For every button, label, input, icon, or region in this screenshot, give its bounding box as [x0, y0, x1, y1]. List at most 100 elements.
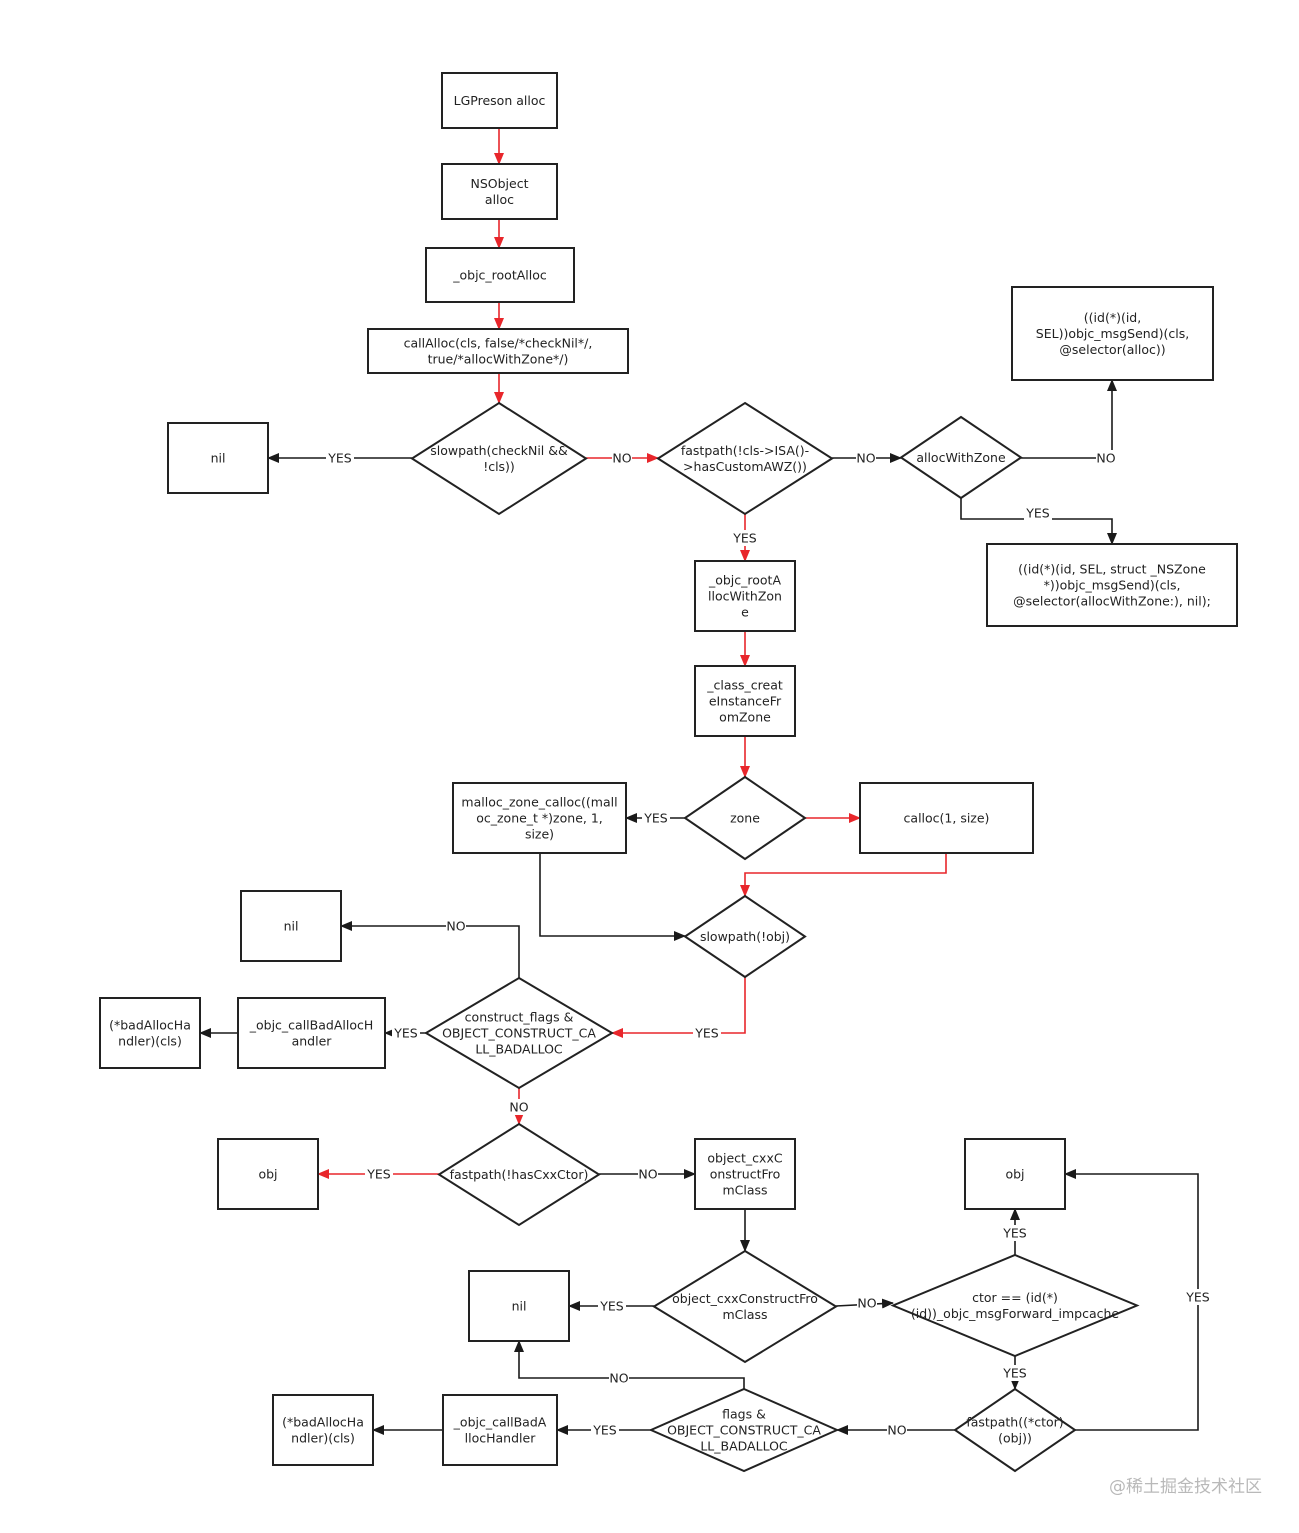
node-label-line: LGPreson alloc: [454, 93, 546, 108]
node-label-line: fastpath(!hasCxxCtor): [450, 1167, 589, 1182]
edge-label: NO: [509, 1100, 528, 1115]
process-box: [272, 1394, 374, 1466]
decision-diamond: [953, 1387, 1077, 1473]
decision-diamond: [652, 1249, 838, 1364]
process-box: [452, 782, 627, 854]
edge-label: NO: [446, 919, 465, 934]
edge-label-background: [1024, 505, 1052, 521]
edge-label: YES: [643, 811, 668, 826]
node-malloczone: malloc_zone_calloc((malloc_zone_t *)zone…: [452, 782, 627, 854]
edge-label-background: [693, 1025, 721, 1041]
node-label-line: callAlloc(cls, false/*checkNil*/,: [404, 336, 593, 351]
watermark-text: @稀土掘金技术社区: [1109, 1477, 1262, 1497]
node-label-line: ((id(*)(id, SEL, struct _NSZone: [1018, 562, 1206, 577]
node-fastpathcxx: fastpath(!hasCxxCtor): [437, 1122, 601, 1227]
process-box: [694, 665, 796, 737]
node-nil3: nil: [468, 1270, 570, 1342]
node-label-line: ndler)(cls): [118, 1034, 182, 1049]
decision-diamond: [424, 976, 614, 1090]
process-box: [237, 997, 386, 1069]
node-label-line: SEL))objc_msgSend)(cls,: [1036, 326, 1189, 341]
decision-diamond: [437, 1122, 601, 1227]
edge-label: YES: [599, 1299, 624, 1314]
node-label-line: mClass: [722, 1183, 767, 1198]
node-rootalloc: _objc_rootAlloc: [425, 247, 575, 303]
node-label-line: NSObject: [471, 176, 529, 191]
node-label-line: LL_BADALLOC: [475, 1042, 563, 1057]
node-label-line: _objc_callBadAllocH: [249, 1018, 374, 1033]
edge-label: YES: [366, 1167, 391, 1182]
node-label-line: eInstanceFr: [709, 694, 782, 709]
node-label-line: *))objc_msgSend)(cls,: [1044, 578, 1181, 593]
edge-flagsd-to-nil3: [514, 1340, 745, 1389]
edge-label-background: [638, 1166, 658, 1182]
process-box: [425, 247, 575, 303]
edge-label-background: [642, 810, 670, 826]
edge-label: YES: [1025, 506, 1050, 521]
process-box: [99, 997, 201, 1069]
edge-label: NO: [612, 451, 631, 466]
node-label-line: @selector(allocWithZone:), nil);: [1013, 594, 1211, 609]
process-box: [167, 422, 269, 494]
edge-label-background: [509, 1099, 529, 1115]
node-nil2: nil: [240, 890, 342, 962]
edge-label: NO: [887, 1423, 906, 1438]
node-label-line: _objc_rootAlloc: [452, 268, 547, 283]
edge-label-background: [446, 918, 466, 934]
node-ctoreq: ctor == (id(*)(id))_objc_msgForward_impc…: [890, 1253, 1140, 1358]
edge-label-background: [1096, 450, 1116, 466]
node-label-line: nil: [512, 1299, 527, 1314]
process-box: [1011, 286, 1214, 381]
node-label-line: OBJECT_CONSTRUCT_CA: [667, 1423, 821, 1438]
process-box: [964, 1138, 1066, 1210]
edge-label: YES: [1185, 1290, 1210, 1305]
node-label-line: slowpath(!obj): [700, 929, 790, 944]
node-zone: zone: [683, 775, 807, 861]
node-label-line: obj: [1005, 1167, 1024, 1182]
nodes-layer: LGPreson allocNSObjectalloc_objc_rootAll…: [99, 72, 1238, 1473]
node-label-line: obj: [258, 1167, 277, 1182]
node-label-line: construct_flags &: [465, 1010, 574, 1025]
edge-label-background: [856, 450, 876, 466]
process-box: [468, 1270, 570, 1342]
node-label-line: andler: [292, 1034, 333, 1049]
node-label-line: size): [525, 827, 554, 842]
edge-label-background: [326, 450, 354, 466]
node-label-line: zone: [730, 811, 760, 826]
node-callalloc: callAlloc(cls, false/*checkNil*/,true/*a…: [367, 328, 629, 374]
decision-diamond: [648, 1387, 840, 1473]
edge-label-background: [731, 530, 759, 546]
edge-malloczone-to-slowpathobj: [539, 853, 686, 941]
node-slowpathobj: slowpath(!obj): [683, 894, 807, 979]
node-label-line: true/*allocWithZone*/): [428, 352, 569, 367]
node-label-line: @selector(alloc)): [1059, 342, 1165, 357]
edge-label: YES: [1002, 1366, 1027, 1381]
node-label-line: _objc_rootA: [708, 573, 781, 588]
edge-allocwithzone-to-msgsend1: [1021, 379, 1117, 459]
node-constructflags: construct_flags &OBJECT_CONSTRUCT_CALL_B…: [424, 976, 614, 1090]
edge-label-background: [365, 1166, 393, 1182]
edge-label-background: [1001, 1225, 1029, 1241]
process-box: [986, 543, 1238, 627]
node-label-line: e: [741, 605, 749, 620]
node-label-line: fastpath((*ctor): [966, 1415, 1063, 1430]
edge-label-background: [612, 450, 632, 466]
node-label-line: nil: [284, 919, 299, 934]
decision-diamond: [410, 401, 588, 516]
edge-slowpathobj-to-constructflags: [611, 977, 746, 1038]
edge-label-background: [392, 1025, 420, 1041]
process-box: [442, 1394, 558, 1466]
node-label-line: LL_BADALLOC: [700, 1439, 788, 1454]
node-label-line: ctor == (id(*): [972, 1290, 1058, 1305]
node-obj1: obj: [217, 1138, 319, 1210]
node-label-line: llocWithZon: [708, 589, 782, 604]
edge-calloc-to-slowpathobj: [740, 853, 947, 897]
edge-label: NO: [857, 1296, 876, 1311]
node-label-line: _class_creat: [706, 678, 783, 693]
edge-label: YES: [732, 531, 757, 546]
node-allocwithzone: allocWithZone: [899, 415, 1023, 500]
